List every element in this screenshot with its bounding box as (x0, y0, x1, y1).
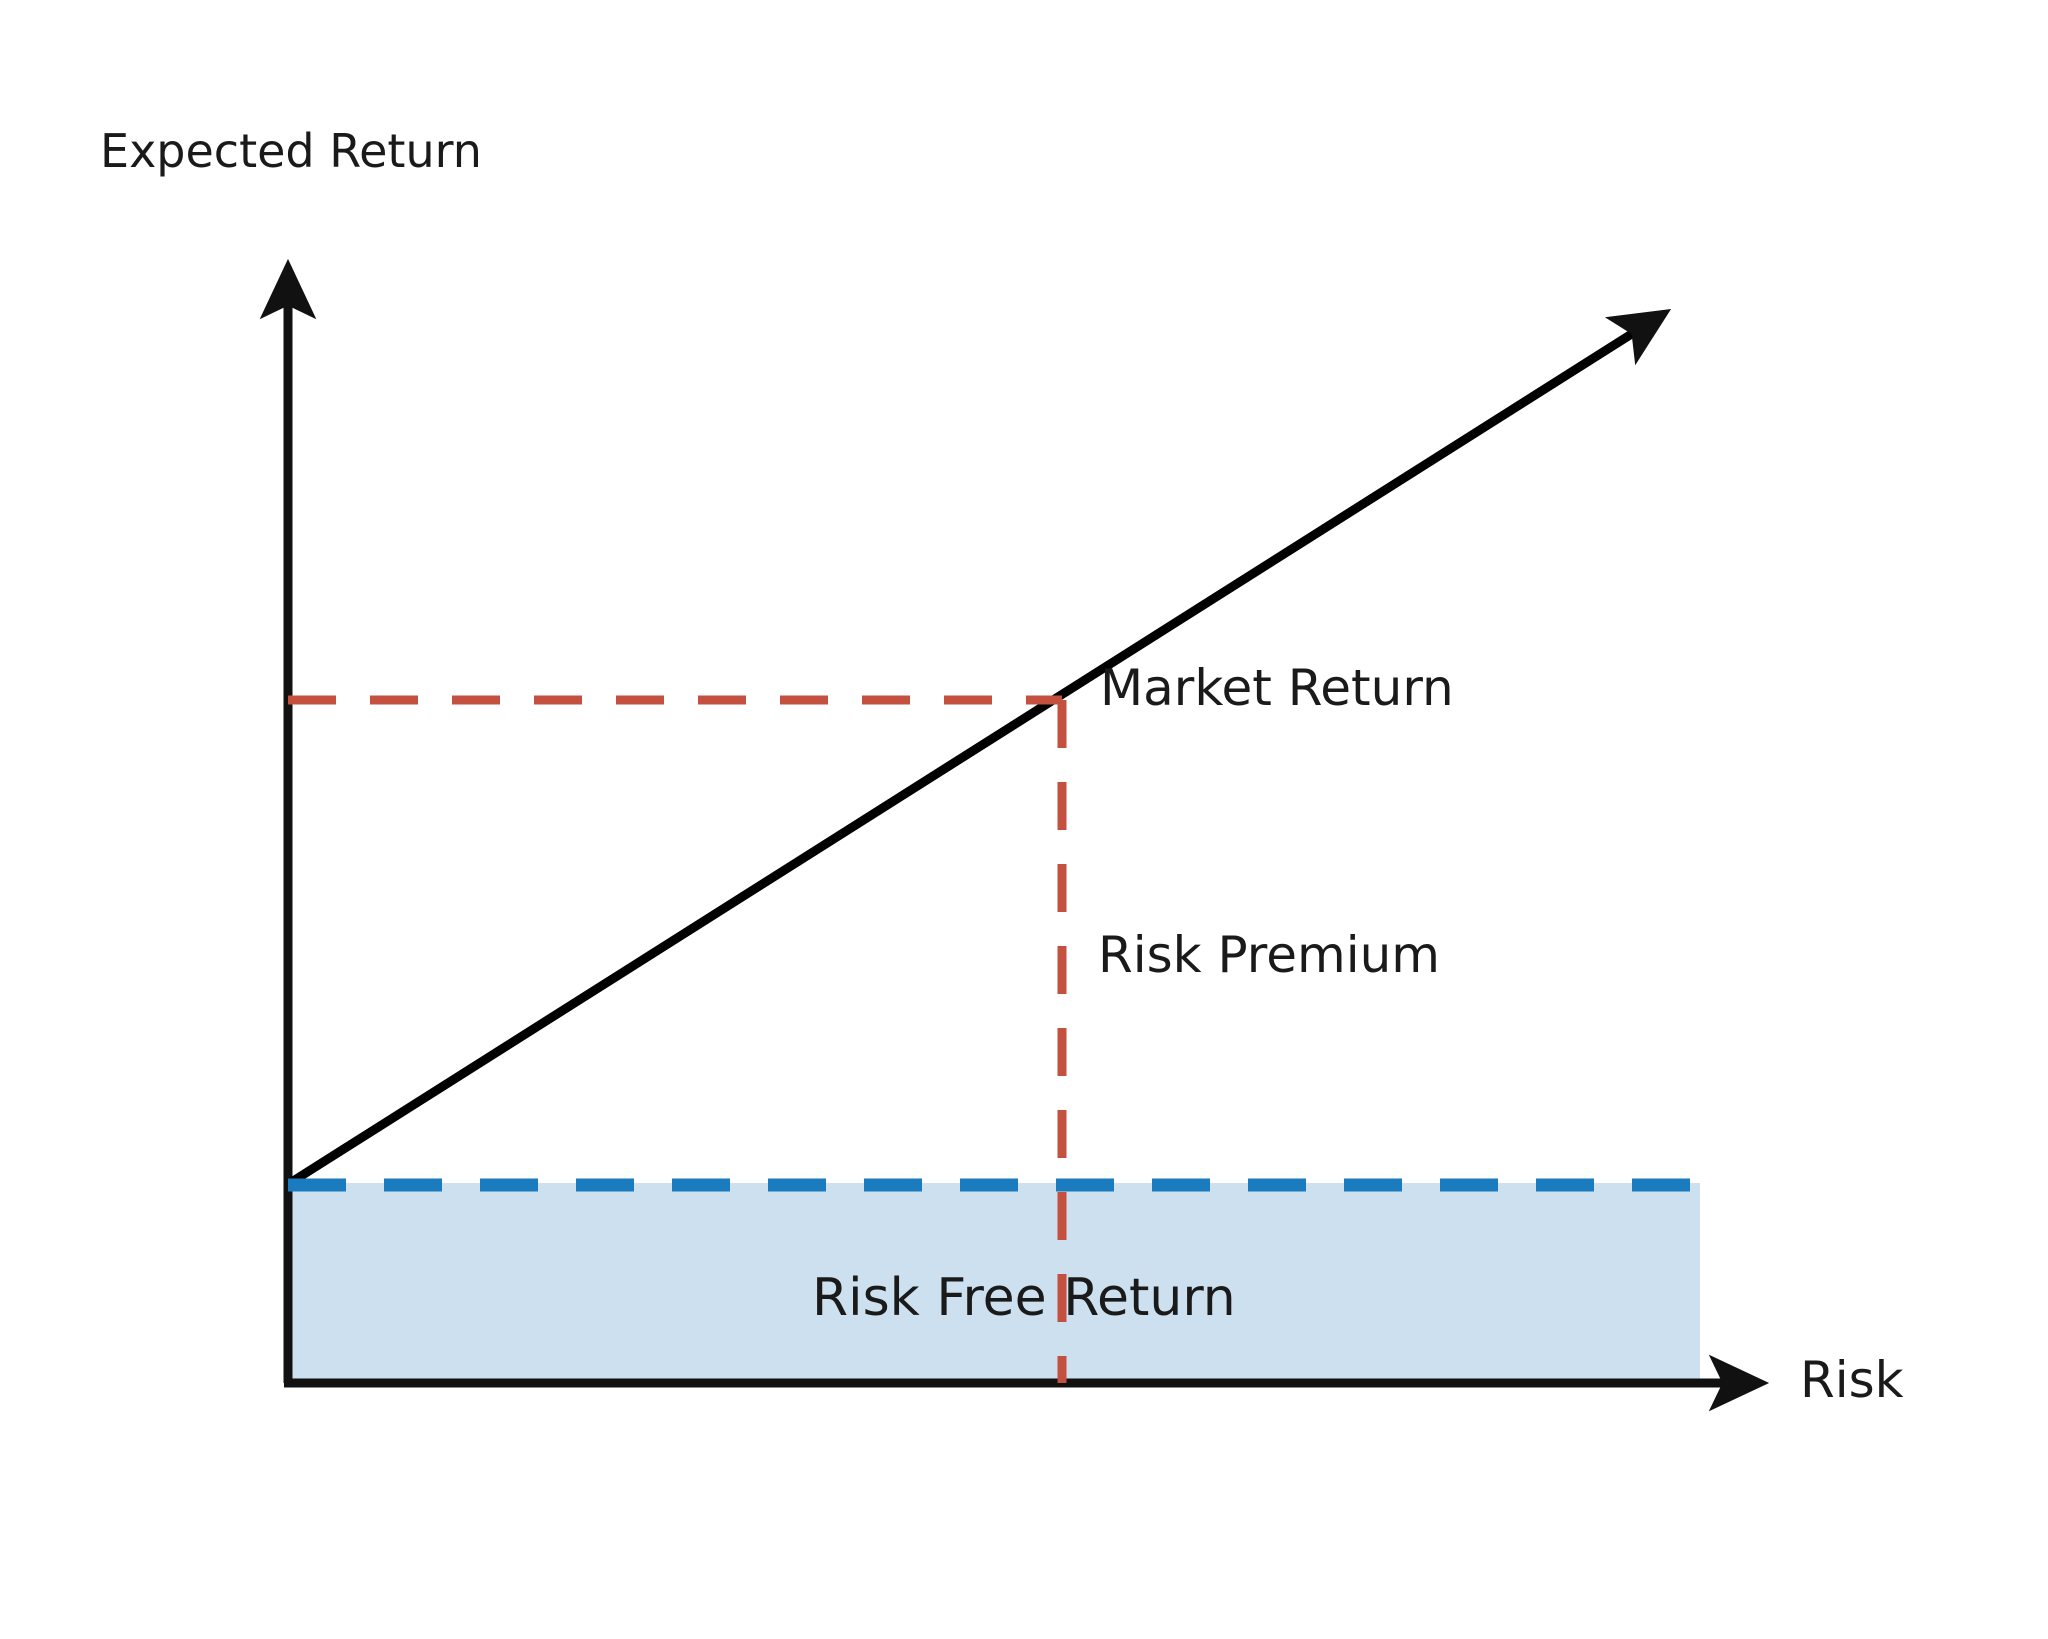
security-market-line (287, 308, 1672, 1187)
risk-free-return-area (288, 1183, 1700, 1383)
y-axis-title: Expected Return (100, 124, 482, 178)
x-axis-title: Risk (1800, 1351, 1904, 1409)
market-return-label: Market Return (1100, 659, 1454, 717)
risk-free-return-label: Risk Free Return (812, 1268, 1236, 1328)
risk-premium-label: Risk Premium (1098, 926, 1441, 984)
